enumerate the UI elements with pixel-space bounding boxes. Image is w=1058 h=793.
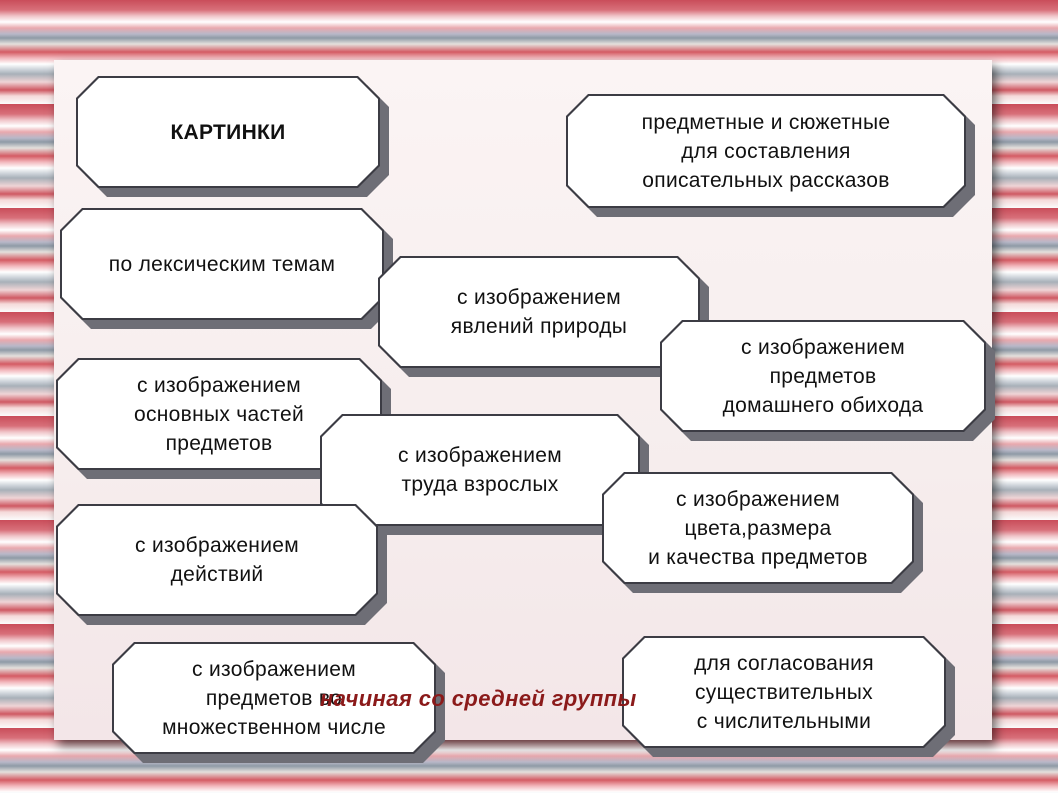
card-plural: с изображением предметов во множественно…: [112, 642, 436, 754]
card-color-size-text: с изображением цвета,размера и качества …: [648, 487, 868, 569]
card-subject-plot: предметные и сюжетные для составления оп…: [566, 94, 966, 208]
card-actions: с изображением действий: [56, 504, 378, 616]
card-lexical: по лексическим темам: [60, 208, 384, 320]
card-agreement: для согласования существительных с числи…: [622, 636, 946, 748]
card-color-size: с изображением цвета,размера и качества …: [602, 472, 914, 584]
card-subject-plot-text: предметные и сюжетные для составления оп…: [641, 110, 891, 192]
card-adult-work-text: с изображением труда взрослых: [398, 444, 562, 496]
card-household: с изображением предметов домашнего обихо…: [660, 320, 986, 432]
card-agreement-text: для согласования существительных с числи…: [694, 651, 874, 733]
card-title-text: КАРТИНКИ: [170, 120, 286, 144]
card-plural-text: с изображением предметов во множественно…: [162, 657, 386, 739]
card-actions-text: с изображением действий: [135, 534, 299, 586]
card-lexical-text: по лексическим темам: [108, 252, 336, 276]
card-adult-work: с изображением труда взрослых: [320, 414, 640, 526]
card-nature-text: с изображением явлений природы: [450, 286, 628, 338]
age-group-note: начиная со средней группы: [320, 686, 637, 711]
card-nature: с изображением явлений природы: [378, 256, 700, 368]
card-title: КАРТИНКИ: [76, 76, 380, 188]
card-household-text: с изображением предметов домашнего обихо…: [722, 335, 924, 417]
card-parts-text: с изображением основных частей предметов: [133, 373, 305, 455]
